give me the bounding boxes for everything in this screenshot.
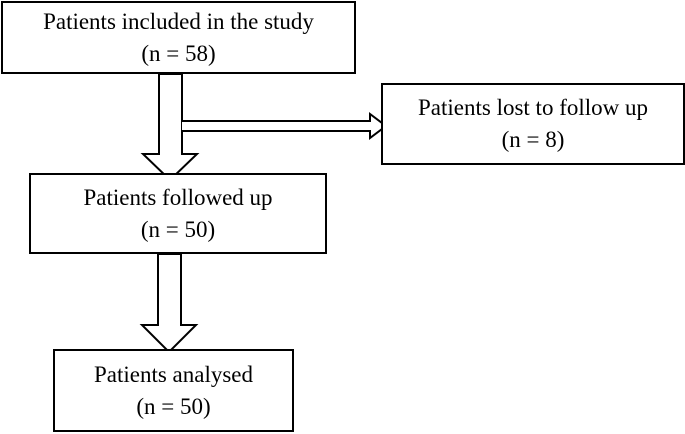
box-label: Patients analysed xyxy=(93,361,254,387)
box-patients-analysed: Patients analysed (n = 50) xyxy=(53,349,294,432)
box-label: Patients followed up xyxy=(83,184,273,210)
box-count: (n = 50) xyxy=(136,393,211,419)
box-label: Patients included in the study xyxy=(43,8,314,34)
box-count: (n = 8) xyxy=(501,127,565,152)
box-count: (n = 58) xyxy=(141,40,216,66)
box-label: Patients lost to follow up xyxy=(418,95,648,120)
box-patients-lost: Patients lost to follow up (n = 8) xyxy=(381,83,685,165)
arrow-to-lost xyxy=(182,112,388,140)
box-patients-followed: Patients followed up (n = 50) xyxy=(29,173,327,254)
box-count: (n = 50) xyxy=(140,216,216,242)
arrow-followed-to-analysed xyxy=(139,253,199,354)
arrow-included-to-followed xyxy=(140,73,200,182)
box-patients-included: Patients included in the study (n = 58) xyxy=(1,1,356,74)
